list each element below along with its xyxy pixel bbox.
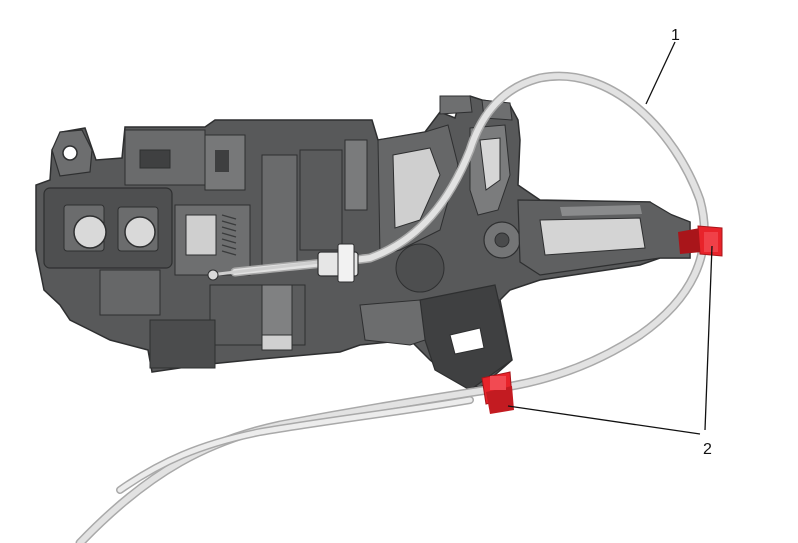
callout-2: 2 [703, 441, 712, 458]
mounting-hole [62, 145, 78, 161]
cable-clip-upper [678, 225, 723, 257]
leader-1 [645, 41, 676, 105]
lock-socket-right [124, 216, 156, 248]
callout-1: 1 [671, 27, 680, 44]
cable-end-fitting [207, 243, 359, 283]
door-handle-bracket [35, 95, 691, 391]
leader-2a [704, 245, 713, 431]
cable-clip-lower [481, 371, 514, 414]
leader-lines [507, 41, 713, 435]
lock-socket-left [73, 215, 107, 249]
return-spring [221, 214, 237, 256]
release-cable [75, 71, 709, 543]
leader-2b [507, 405, 701, 435]
